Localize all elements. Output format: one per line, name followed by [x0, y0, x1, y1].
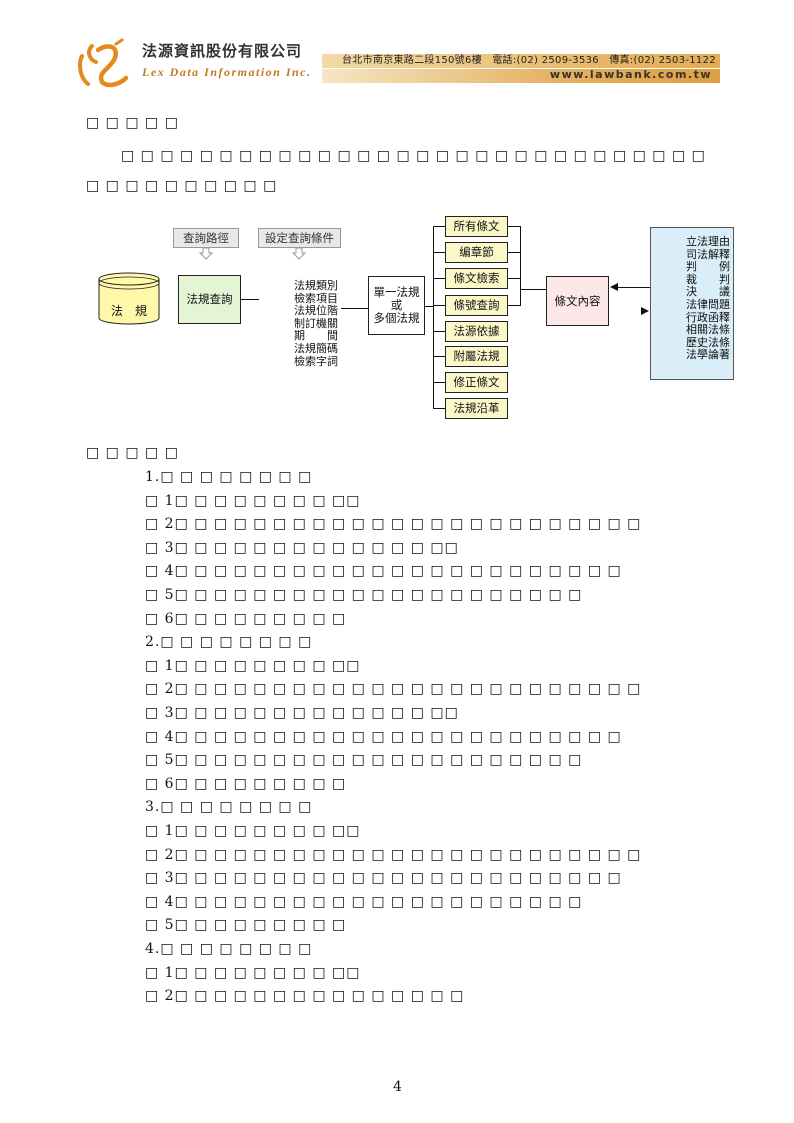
connector-line — [433, 226, 445, 227]
database-label: 法 規 — [110, 304, 147, 318]
company-name-zh: 法源資訊股份有限公司 — [142, 42, 303, 60]
connector-line — [425, 306, 433, 307]
step-item: □ 3□ □ □ □ □ □ □ □ □ □ □ □ □ □ □ □ □ □ □… — [145, 870, 622, 887]
related-item: 裁 判 — [686, 272, 730, 286]
section-heading: □ □ □ □ □ — [86, 115, 179, 131]
related-item: 決 議 — [686, 285, 730, 299]
function-box-amended-articles: 修正條文 — [445, 372, 508, 393]
step-item: □ 1□ □ □ □ □ □ □ □ □□ — [145, 823, 361, 839]
header-website-bar — [322, 69, 720, 83]
function-box-article-number: 條號查詢 — [445, 295, 508, 316]
connector-line — [433, 226, 434, 408]
connector-line — [433, 305, 445, 306]
section-heading: □ □ □ □ □ — [86, 445, 179, 461]
query-path-label: 查詢路徑 — [173, 228, 239, 248]
step-item: □ 4□ □ □ □ □ □ □ □ □ □ □ □ □ □ □ □ □ □ □… — [145, 563, 622, 580]
step-item: □ 2□ □ □ □ □ □ □ □ □ □ □ □ □ □ □ □ □ □ □… — [145, 516, 642, 533]
step-heading: 4.□ □ □ □ □ □ □ □ — [145, 941, 313, 957]
step-item: □ 5□ □ □ □ □ □ □ □ □ — [145, 917, 347, 934]
law-query-flowchart: 法 規 法規查詢 查詢路徑 設定查詢條件 法規類別 檢索項目 法規位階 制訂機關… — [95, 214, 735, 424]
result-set-line: 單一法規 — [373, 285, 420, 299]
step-item: □ 3□ □ □ □ □ □ □ □ □ □ □ □ □ □□ — [145, 539, 459, 556]
connector-line — [433, 331, 445, 332]
article-content-box: 條文內容 — [546, 276, 609, 326]
connector-line — [520, 226, 521, 306]
step-item: □ 1□ □ □ □ □ □ □ □ □□ — [145, 964, 361, 981]
set-conditions-label: 設定查詢條件 — [258, 228, 341, 248]
related-item: 司法解釋 — [686, 247, 730, 261]
header-contact: 台北市南京東路二段150號6樓 電話:(02) 2509-3536 傳真:(02… — [342, 55, 716, 66]
related-item: 行政函釋 — [686, 310, 730, 324]
lawbank-logo-icon — [78, 38, 129, 88]
step-item: □ 4□ □ □ □ □ □ □ □ □ □ □ □ □ □ □ □ □ □ □… — [145, 728, 622, 745]
header-website: www.lawbank.com.tw — [549, 68, 712, 81]
company-name-en: Lex Data Information Inc. — [142, 65, 312, 79]
connector-line — [508, 305, 520, 306]
connector-line — [433, 408, 445, 409]
connector-line — [520, 289, 546, 290]
connector-line — [508, 226, 520, 227]
step-heading: 2.□ □ □ □ □ □ □ □ — [145, 634, 313, 651]
function-box-legal-basis: 法源依據 — [445, 321, 508, 342]
page-number: 4 — [393, 1079, 402, 1095]
letterhead: 法源資訊股份有限公司 Lex Data Information Inc. 台北市… — [76, 38, 720, 88]
function-box-all-articles: 所有條文 — [445, 216, 508, 237]
step-item: □ 5□ □ □ □ □ □ □ □ □ □ □ □ □ □ □ □ □ □ □… — [145, 587, 583, 603]
law-query-box: 法規查詢 — [178, 275, 241, 324]
connector-line — [341, 308, 368, 309]
condition-item: 法規類別 — [294, 279, 338, 292]
condition-item: 檢索項目 — [294, 291, 338, 305]
condition-item: 期 間 — [294, 329, 338, 343]
header-contact-bar — [322, 54, 720, 68]
result-set-line: 多個法規 — [373, 311, 420, 325]
step-heading: 1.□ □ □ □ □ □ □ □ — [145, 469, 313, 485]
related-materials-box: 立法理由 司法解釋 判 例 裁 判 決 議 法律問題 行政函釋 相關法條 歷史法… — [650, 227, 734, 380]
related-item: 法學論著 — [686, 348, 730, 362]
result-set-box: 單一法規 或 多個法規 — [368, 276, 425, 335]
result-set-line: 或 — [390, 298, 403, 312]
related-item: 判 例 — [686, 260, 730, 274]
function-box-article-search: 條文檢索 — [445, 268, 508, 289]
related-item: 相關法條 — [686, 323, 730, 337]
database-cylinder-icon — [98, 272, 160, 325]
connector-line — [433, 356, 445, 357]
down-arrow-icon — [199, 248, 213, 260]
related-item: 立法理由 — [686, 235, 730, 248]
step-heading: 3.□ □ □ □ □ □ □ □ — [145, 799, 313, 816]
connector-line — [508, 252, 520, 253]
step-item: □ 2□ □ □ □ □ □ □ □ □ □ □ □ □ □ □ — [145, 988, 465, 1005]
step-item: □ 6□ □ □ □ □ □ □ □ □ — [145, 610, 347, 627]
step-item: □ 3□ □ □ □ □ □ □ □ □ □ □ □ □ □□ — [145, 705, 459, 721]
connector-line — [433, 252, 445, 253]
step-item: □ 4□ □ □ □ □ □ □ □ □ □ □ □ □ □ □ □ □ □ □… — [145, 893, 583, 910]
condition-item: 法規位階 — [294, 304, 338, 318]
intro-text: □ □ □ □ □ □ □ □ □ □ □ □ □ □ □ □ □ □ □ □ … — [121, 148, 706, 164]
condition-item: 制訂機關 — [294, 316, 338, 330]
step-item: □ 2□ □ □ □ □ □ □ □ □ □ □ □ □ □ □ □ □ □ □… — [145, 846, 642, 863]
condition-item: 法規簡碼 — [294, 342, 338, 355]
step-item: □ 6□ □ □ □ □ □ □ □ □ — [145, 775, 347, 792]
step-item: □ 2□ □ □ □ □ □ □ □ □ □ □ □ □ □ □ □ □ □ □… — [145, 681, 642, 698]
condition-item: 檢索字詞 — [294, 354, 338, 368]
step-item: □ 5□ □ □ □ □ □ □ □ □ □ □ □ □ □ □ □ □ □ □… — [145, 752, 583, 769]
connector-line — [433, 278, 445, 279]
step-item: □ 1□ □ □ □ □ □ □ □ □□ — [145, 492, 361, 509]
connector-line — [508, 278, 520, 279]
related-item: 歷史法條 — [686, 335, 730, 349]
intro-text: □ □ □ □ □ □ □ □ □ □ — [86, 178, 278, 194]
connector-line — [617, 287, 650, 288]
arrow-left-icon — [610, 283, 618, 291]
step-item: □ 1□ □ □ □ □ □ □ □ □□ — [145, 657, 361, 674]
related-item: 法律問題 — [686, 298, 730, 311]
function-box-history: 法規沿革 — [445, 398, 508, 419]
function-box-chapters: 编章節 — [445, 242, 508, 263]
down-arrow-icon — [292, 248, 306, 260]
connector-line — [433, 382, 445, 383]
arrow-right-icon — [641, 307, 649, 315]
function-box-subsidiary-laws: 附屬法規 — [445, 346, 508, 367]
connector-line — [241, 299, 259, 300]
